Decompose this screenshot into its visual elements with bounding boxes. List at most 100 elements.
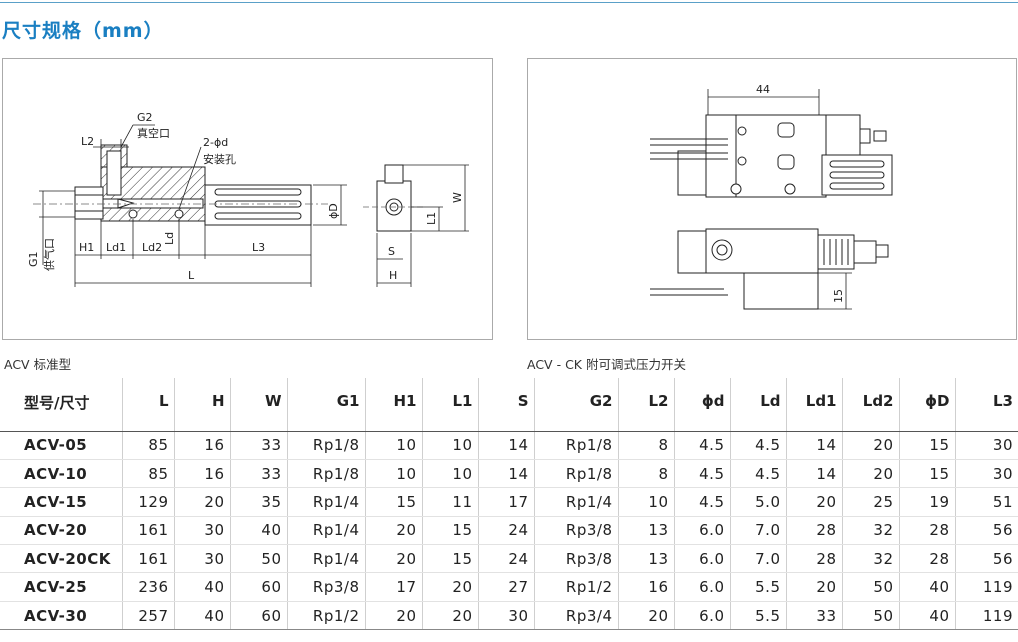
spec-cell: 20 (421, 601, 478, 631)
col-header: G1 (286, 378, 365, 432)
spec-cell: Rp3/8 (533, 544, 618, 574)
l3-label: L3 (252, 241, 265, 254)
g2-label: G2 (137, 111, 153, 124)
spec-cell: 85 (121, 431, 174, 460)
col-header: G2 (533, 378, 618, 432)
table-header-row: 型号/尺寸 L H W G1 H1 L1 S G2 L2 ϕd Ld Ld1 L… (0, 378, 1018, 432)
spec-cell: 17 (477, 487, 534, 517)
supply-port-label: 供气口 (42, 238, 56, 271)
spec-cell: Rp3/8 (533, 516, 618, 546)
spec-cell: 6.0 (673, 516, 730, 546)
spec-cell: 13 (617, 516, 674, 546)
spec-cell: 85 (121, 459, 174, 489)
l-label: L (188, 269, 195, 282)
header-rule (0, 2, 1018, 3)
spec-cell: 20 (785, 572, 842, 602)
spec-cell: 60 (229, 572, 287, 602)
acv-ck-caption: ACV - CK 附可调式压力开关 (527, 357, 686, 372)
spec-cell: 40 (898, 572, 955, 602)
spec-cell: 20 (173, 487, 230, 517)
spec-cell: 32 (841, 544, 899, 574)
col-header: H1 (364, 378, 422, 432)
spec-cell: 129 (121, 487, 174, 517)
h1-label: H1 (79, 241, 94, 254)
col-header: Ld (729, 378, 786, 432)
spec-cell: 161 (121, 516, 174, 546)
spec-cell: 10 (364, 459, 422, 489)
spec-cell: 8 (617, 459, 674, 489)
spec-cell: 14 (477, 431, 534, 460)
model-cell: ACV-05 (0, 431, 122, 460)
spec-cell: 15 (898, 459, 955, 489)
spec-cell: Rp1/4 (286, 487, 365, 517)
spec-cell: 27 (477, 572, 534, 602)
s-label: S (388, 245, 395, 258)
acv-ck-drawing: 44 (650, 83, 893, 310)
col-header: L3 (954, 378, 1018, 432)
spec-cell: 28 (785, 516, 842, 546)
spec-cell: 10 (421, 431, 478, 460)
spec-cell: 6.0 (673, 601, 730, 631)
spec-table: 型号/尺寸 L H W G1 H1 L1 S G2 L2 ϕd Ld Ld1 L… (0, 378, 1018, 631)
spec-cell: 60 (229, 601, 287, 631)
dim-15-label: 15 (832, 289, 845, 303)
spec-cell: 50 (841, 601, 899, 631)
model-cell: ACV-25 (0, 572, 122, 602)
spec-cell: 20 (421, 572, 478, 602)
spec-cell: 257 (121, 601, 174, 631)
l1-label: L1 (425, 212, 438, 225)
spec-cell: 4.5 (673, 431, 730, 460)
spec-cell: 33 (785, 601, 842, 631)
spec-cell: 28 (898, 544, 955, 574)
l2-label: L2 (81, 135, 94, 148)
spec-cell: 28 (898, 516, 955, 546)
spec-cell: Rp1/8 (286, 459, 365, 489)
spec-cell: 32 (841, 516, 899, 546)
spec-cell: 17 (364, 572, 422, 602)
col-header: 型号/尺寸 (0, 378, 122, 432)
spec-cell: Rp1/4 (286, 544, 365, 574)
spec-cell: Rp1/4 (286, 516, 365, 546)
spec-cell: 20 (785, 487, 842, 517)
spec-cell: 20 (364, 544, 422, 574)
model-cell: ACV-15 (0, 487, 122, 517)
spec-cell: 13 (617, 544, 674, 574)
spec-cell: 119 (954, 601, 1018, 631)
col-header: ϕD (898, 378, 955, 432)
spec-cell: 51 (954, 487, 1018, 517)
spec-cell: 28 (785, 544, 842, 574)
spec-cell: 4.5 (673, 487, 730, 517)
spec-cell: 30 (954, 459, 1018, 489)
spec-cell: Rp1/8 (533, 459, 618, 489)
spec-cell: 4.5 (729, 459, 786, 489)
page-title: 尺寸规格（mm） (2, 20, 164, 42)
col-header: Ld1 (785, 378, 842, 432)
spec-cell: 35 (229, 487, 287, 517)
model-cell: ACV-30 (0, 601, 122, 631)
col-header: W (229, 378, 287, 432)
spec-cell: 161 (121, 544, 174, 574)
spec-cell: 11 (421, 487, 478, 517)
spec-cell: 7.0 (729, 516, 786, 546)
col-header: ϕd (673, 378, 730, 432)
spec-cell: 6.0 (673, 572, 730, 602)
col-header: S (477, 378, 534, 432)
spec-cell: 25 (841, 487, 899, 517)
spec-cell: 5.5 (729, 601, 786, 631)
spec-cell: 56 (954, 544, 1018, 574)
spec-cell: 20 (617, 601, 674, 631)
model-cell: ACV-20 (0, 516, 122, 546)
spec-cell: 5.0 (729, 487, 786, 517)
col-header: L1 (421, 378, 478, 432)
spec-cell: 10 (364, 431, 422, 460)
acv-standard-drawing: G2 真空口 L2 2-ϕd 安装孔 Ld G1 供气口 H1 Ld1 Ld2 … (27, 111, 469, 287)
model-cell: ACV-20CK (0, 544, 122, 574)
col-header: Ld2 (841, 378, 899, 432)
spec-cell: 30 (954, 431, 1018, 460)
spec-cell: 16 (617, 572, 674, 602)
